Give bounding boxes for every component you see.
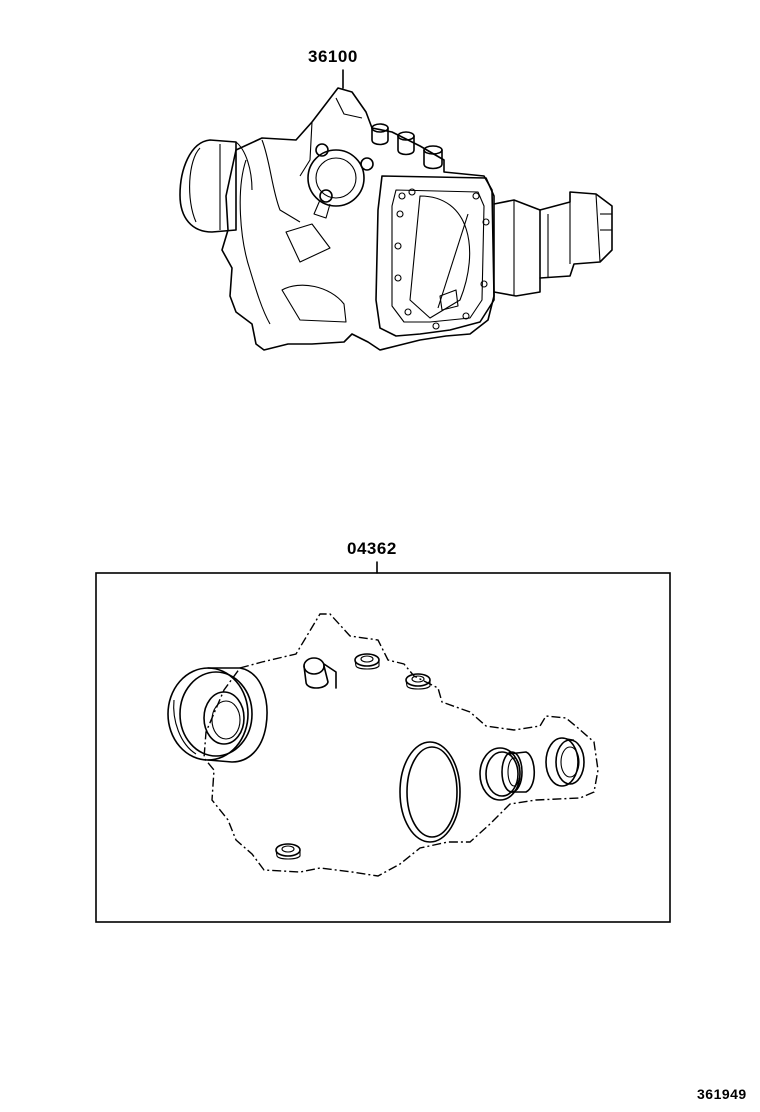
part-number-label-36100[interactable]: 36100 xyxy=(308,47,358,66)
transfer-assembly-illustration[interactable] xyxy=(179,69,613,351)
part-number-label-04362[interactable]: 04362 xyxy=(347,539,397,558)
figure-id-label: 361949 xyxy=(697,1086,747,1102)
kit-frame xyxy=(95,572,671,923)
gasket-kit-illustration[interactable] xyxy=(95,561,671,923)
